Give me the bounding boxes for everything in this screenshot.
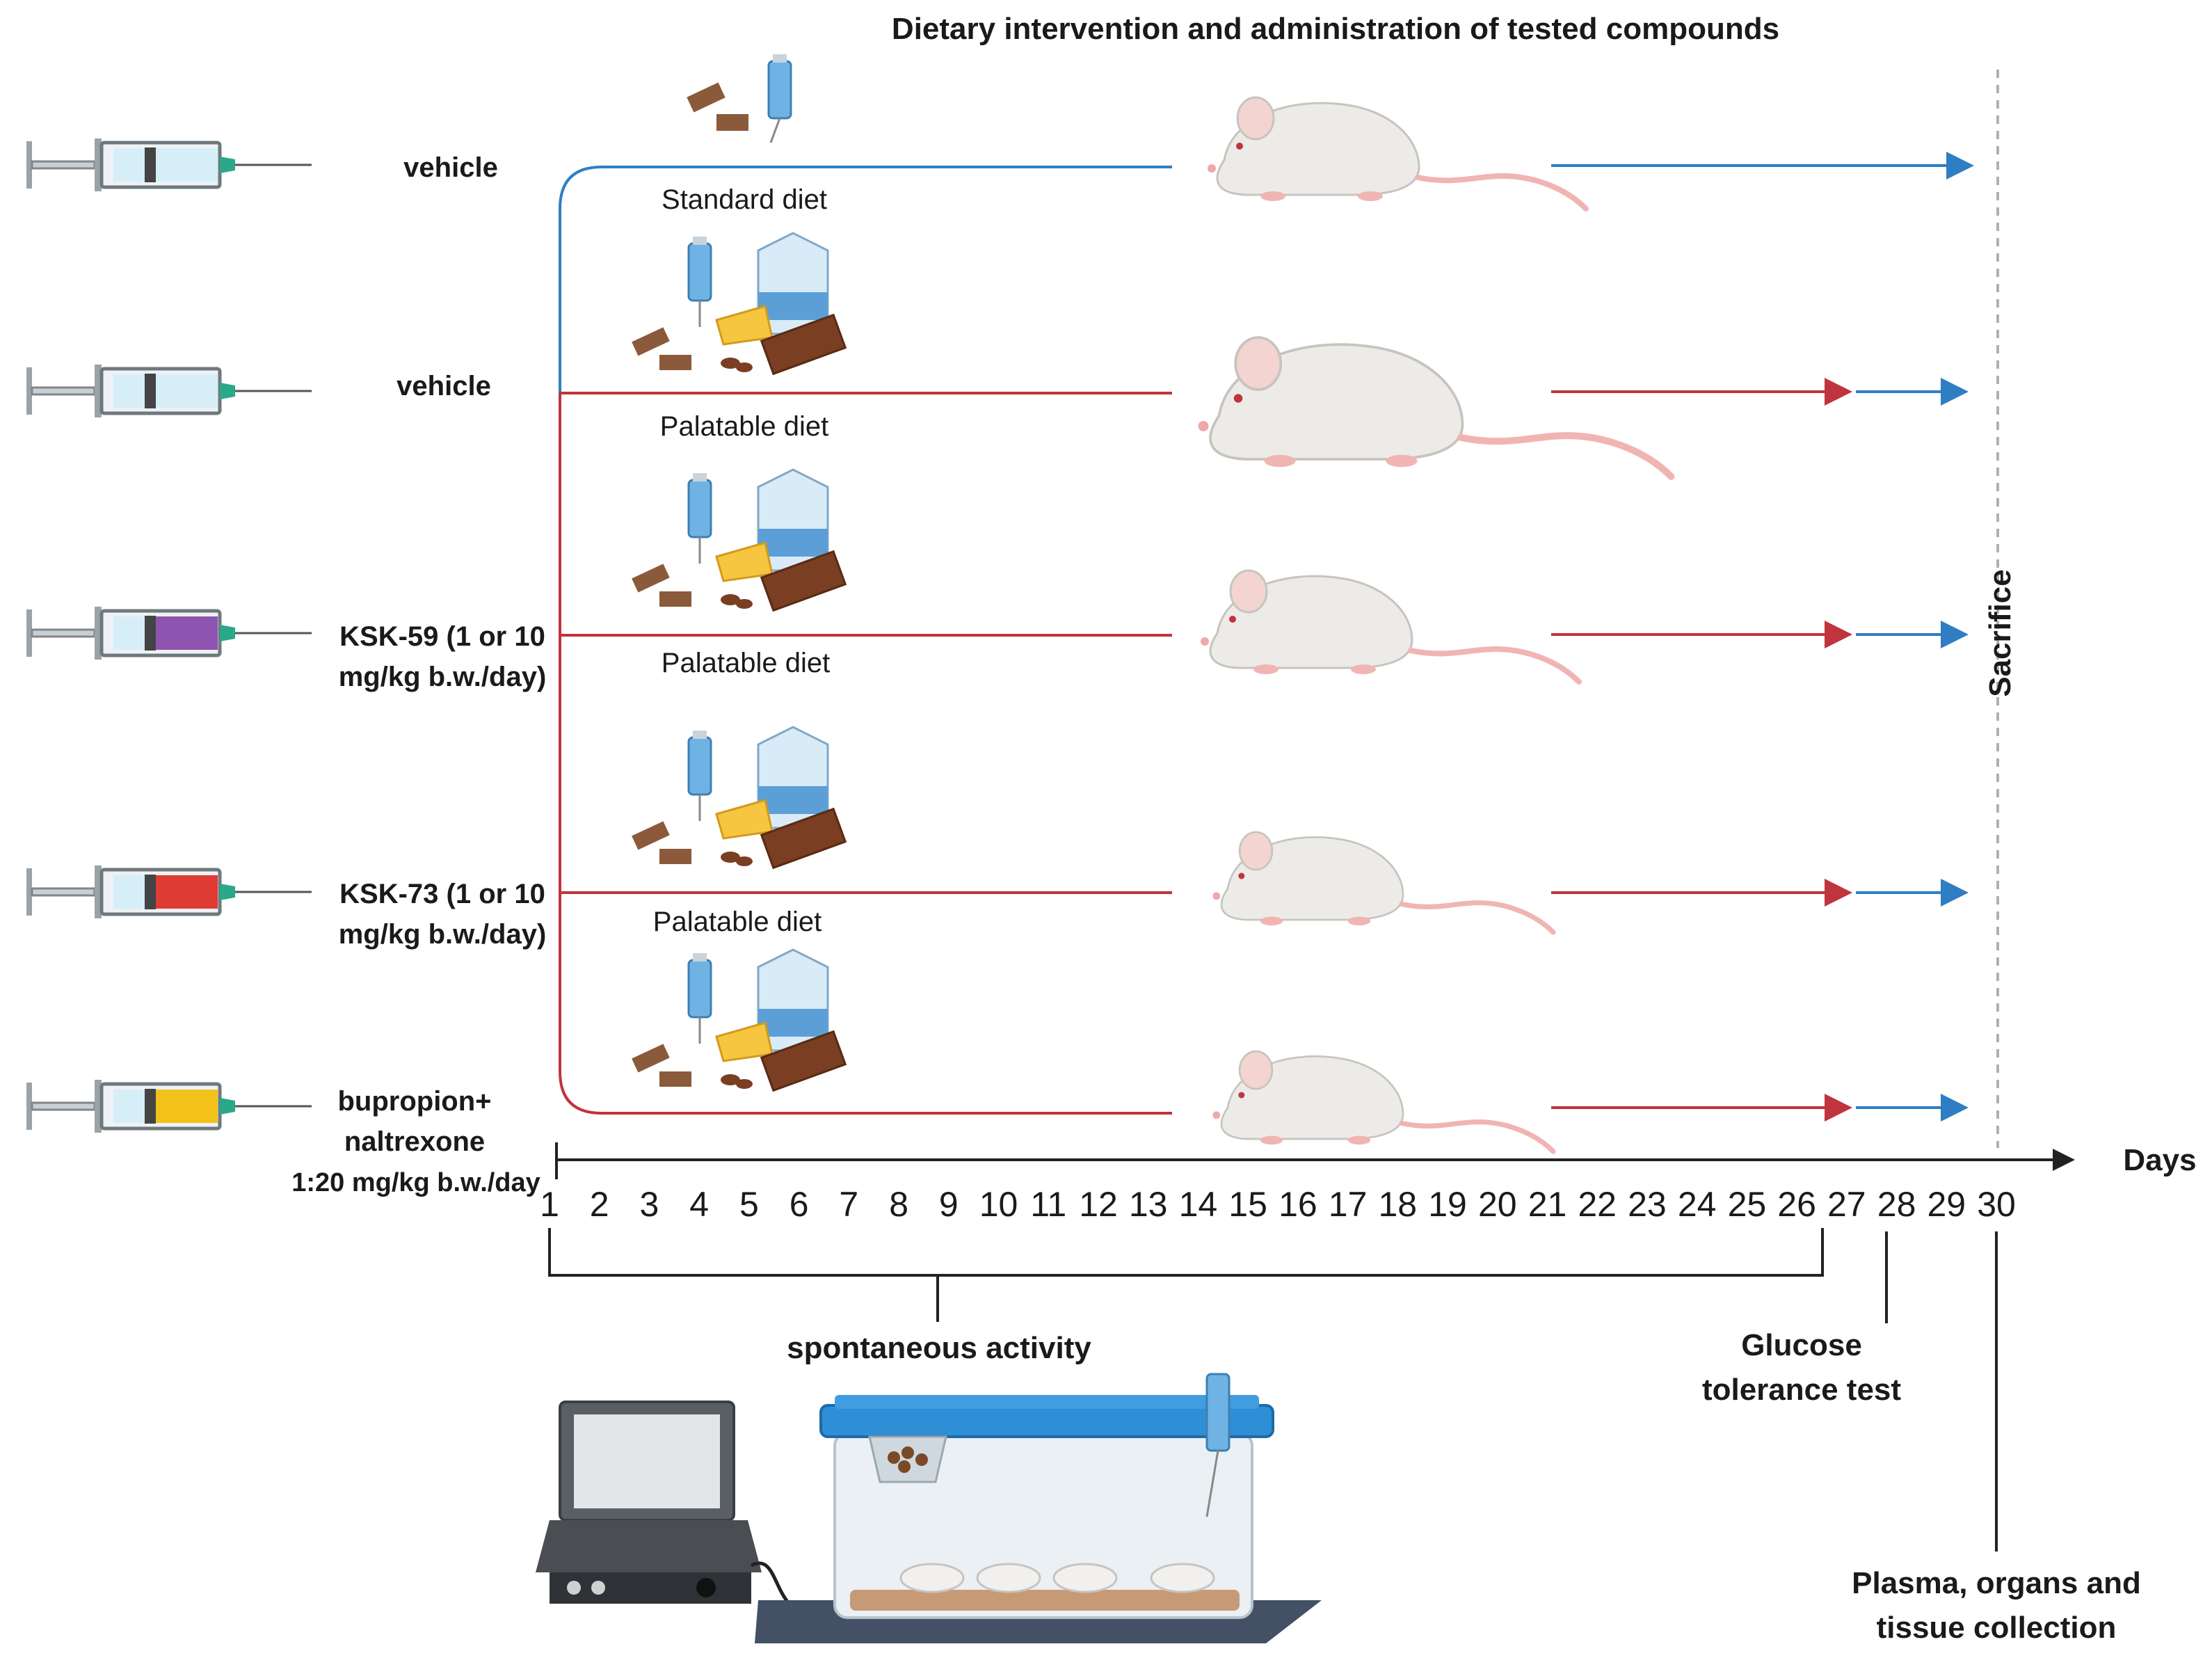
day-label: 4 bbox=[689, 1185, 709, 1224]
mouse-icon bbox=[1208, 97, 1586, 209]
day-label: 25 bbox=[1728, 1185, 1767, 1224]
palatable-diet-food-icon bbox=[630, 948, 847, 1092]
day-label: 22 bbox=[1578, 1185, 1617, 1224]
syringe-icon-vehicle-1 bbox=[26, 138, 312, 191]
standard-diet-food-icon bbox=[687, 54, 792, 143]
laptop-icon bbox=[536, 1401, 863, 1616]
timeline-axis-label: Days bbox=[2123, 1143, 2196, 1177]
group-label-ksk73-line2: mg/kg b.w./day) bbox=[339, 919, 547, 950]
day-label: 13 bbox=[1129, 1185, 1168, 1224]
spontaneous-activity-bracket bbox=[548, 1228, 1824, 1277]
day-label: 9 bbox=[939, 1185, 959, 1224]
group-label-bupropion-line3: 1:20 mg/kg b.w./day bbox=[291, 1168, 540, 1197]
group-label-vehicle-2: vehicle bbox=[396, 371, 491, 401]
group-label-ksk73-line1: KSK-73 (1 or 10 bbox=[339, 879, 545, 909]
syringe-icon-vehicle-2 bbox=[26, 365, 312, 417]
sacrifice-label: Sacrifice bbox=[1983, 569, 2017, 696]
day-label: 24 bbox=[1678, 1185, 1717, 1224]
day-label: 17 bbox=[1329, 1185, 1368, 1224]
collection-label-line1: Plasma, organs and bbox=[1852, 1566, 2141, 1600]
day-label: 12 bbox=[1079, 1185, 1118, 1224]
day-label: 16 bbox=[1279, 1185, 1317, 1224]
diet-label-row2: Palatable diet bbox=[660, 411, 828, 442]
group-label-ksk59-line2: mg/kg b.w./day) bbox=[339, 662, 547, 692]
diet-label-row4: Palatable diet bbox=[653, 907, 822, 937]
day-label: 8 bbox=[889, 1185, 908, 1224]
day-label: 15 bbox=[1228, 1185, 1267, 1224]
mouse-icon bbox=[1212, 832, 1553, 932]
day-label: 21 bbox=[1528, 1185, 1567, 1224]
day-label: 28 bbox=[1877, 1185, 1916, 1224]
syringe-icon-ksk59 bbox=[26, 607, 312, 660]
day-label: 26 bbox=[1777, 1185, 1816, 1224]
day-label: 14 bbox=[1179, 1185, 1218, 1224]
day-label: 10 bbox=[979, 1185, 1018, 1224]
day-label: 18 bbox=[1378, 1185, 1417, 1224]
day-label: 11 bbox=[1030, 1185, 1066, 1224]
group-label-bupropion-line1: bupropion+ bbox=[337, 1086, 491, 1117]
syringe-icon-bupropion bbox=[26, 1080, 312, 1133]
diet-label-row3: Palatable diet bbox=[662, 648, 830, 678]
day-label: 5 bbox=[739, 1185, 759, 1224]
palatable-diet-food-icon bbox=[630, 468, 847, 612]
day-label: 7 bbox=[839, 1185, 858, 1224]
day-label: 6 bbox=[790, 1185, 809, 1224]
day-label: 27 bbox=[1827, 1185, 1866, 1224]
diagram-title: Dietary intervention and administration … bbox=[892, 12, 1779, 46]
standard-diet-branch-line bbox=[559, 166, 1172, 393]
syringe-icon-ksk73 bbox=[26, 866, 312, 918]
glucose-test-label-line2: tolerance test bbox=[1702, 1373, 1901, 1407]
collection-label-line2: tissue collection bbox=[1877, 1611, 2117, 1645]
day-label: 3 bbox=[639, 1185, 659, 1224]
day-label: 20 bbox=[1478, 1185, 1517, 1224]
group-label-ksk59-line1: KSK-59 (1 or 10 bbox=[339, 621, 545, 652]
day-label: 19 bbox=[1428, 1185, 1467, 1224]
diet-label-row1: Standard diet bbox=[662, 184, 827, 215]
palatable-diet-food-icon bbox=[630, 726, 847, 869]
day-label: 30 bbox=[1977, 1185, 2016, 1224]
syringe-fill bbox=[113, 148, 218, 182]
day-label: 1 bbox=[540, 1185, 559, 1224]
glucose-test-label-line1: Glucose bbox=[1741, 1328, 1862, 1362]
palatable-diet-branch-line bbox=[559, 393, 1172, 1115]
day-label: 2 bbox=[590, 1185, 609, 1224]
day-label: 23 bbox=[1628, 1185, 1667, 1224]
spontaneous-activity-label: spontaneous activity bbox=[787, 1331, 1091, 1365]
activity-cage-icon bbox=[755, 1373, 1322, 1643]
day-label: 29 bbox=[1927, 1185, 1966, 1224]
mouse-icon bbox=[1201, 571, 1579, 682]
mouse-icon bbox=[1212, 1051, 1553, 1151]
group-label-vehicle-1: vehicle bbox=[403, 152, 498, 183]
group-label-bupropion-line2: naltrexone bbox=[344, 1126, 485, 1157]
palatable-diet-food-icon bbox=[630, 232, 847, 375]
mouse-icon-obese bbox=[1199, 337, 1672, 477]
